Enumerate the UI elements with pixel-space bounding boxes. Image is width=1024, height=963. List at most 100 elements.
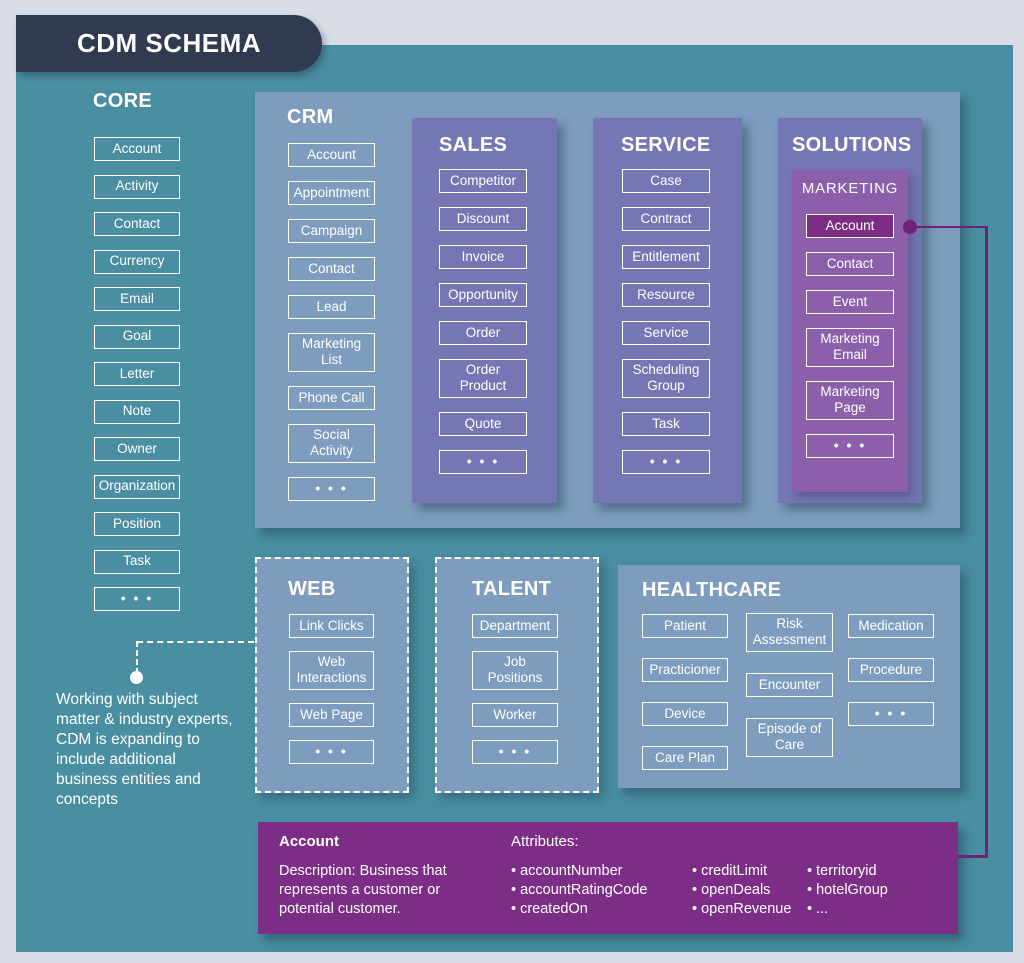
entity-box: Invoice	[439, 245, 527, 269]
entity-box: Care Plan	[642, 746, 728, 770]
entity-box: • • •	[439, 449, 527, 474]
web-expansion-connector-horizontal	[137, 641, 254, 643]
entity-box: Worker	[472, 702, 558, 727]
entity-box: Device	[642, 702, 728, 726]
attribute-item: • ...	[807, 901, 829, 917]
attributes-heading: Attributes:	[511, 833, 579, 850]
entity-box: Contact	[806, 252, 894, 276]
attribute-item: • createdOn	[511, 901, 588, 917]
entity-box: Scheduling Group	[622, 359, 710, 398]
account-detail-panel: Account Description: Business that repre…	[258, 822, 958, 934]
attribute-item: • accountRatingCode	[511, 882, 648, 898]
entity-box: Contact	[288, 257, 375, 281]
solutions-title: SOLUTIONS	[792, 134, 912, 156]
attribute-item: • territoryid	[807, 863, 877, 879]
entity-box: Web Page	[289, 702, 374, 727]
attributes-column-1: • accountNumber • accountRatingCode • crea…	[511, 862, 647, 919]
entity-box: • • •	[288, 476, 375, 501]
account-connector-bottom-segment	[958, 855, 987, 858]
entity-box: Campaign	[288, 219, 375, 243]
account-connector-vertical-segment	[985, 225, 988, 858]
attributes-column-2: • creditLimit • openDeals • openRevenue	[692, 862, 791, 919]
entity-box: Order Product	[439, 359, 527, 398]
entity-box: • • •	[806, 433, 894, 458]
entity-box: Service	[622, 321, 710, 345]
entity-box: Patient	[642, 614, 728, 638]
entity-box: Note	[94, 399, 180, 424]
entity-box: Encounter	[746, 672, 833, 697]
web-expansion-connector-vertical	[136, 641, 138, 674]
sales-title: SALES	[439, 134, 508, 156]
entity-box: Position	[94, 512, 180, 536]
web-title: WEB	[288, 578, 336, 600]
entity-box: Resource	[622, 283, 710, 307]
entity-box: • • •	[472, 739, 558, 764]
entity-box: • • •	[848, 702, 934, 726]
web-expansion-connector-dot	[130, 671, 143, 684]
entity-box: Order	[439, 321, 527, 345]
attribute-item: • accountNumber	[511, 863, 623, 879]
page-title: CDM SCHEMA	[76, 28, 262, 58]
entity-box: Web Interactions	[289, 651, 374, 690]
entity-box: Contact	[94, 212, 180, 236]
expansion-note: Working with subject matter & industry e…	[56, 691, 233, 808]
entity-box: Link Clicks	[289, 614, 374, 638]
entity-box: Letter	[94, 362, 180, 386]
account-detail-description: Description: Business that represents a …	[279, 863, 447, 917]
entity-box: Contract	[622, 207, 710, 231]
entity-box: Account	[94, 137, 180, 161]
entity-box: Phone Call	[288, 385, 375, 410]
entity-box: Owner	[94, 437, 180, 461]
entity-box: Activity	[94, 174, 180, 199]
talent-title: TALENT	[472, 578, 552, 600]
entity-box: Account	[806, 214, 894, 238]
entity-box: Marketing List	[288, 333, 375, 372]
entity-box: Goal	[94, 324, 180, 349]
entity-box: Lead	[288, 295, 375, 319]
entity-box: Practicioner	[642, 658, 728, 682]
entity-box: Procedure	[848, 658, 934, 682]
entity-box: Opportunity	[439, 283, 527, 307]
entity-box: Email	[94, 287, 180, 311]
entity-box: Department	[472, 614, 558, 638]
title-bar: CDM SCHEMA	[16, 15, 322, 72]
attribute-item: • creditLimit	[692, 863, 768, 879]
marketing-title: MARKETING	[801, 180, 899, 197]
entity-box: Task	[622, 411, 710, 436]
entity-box: Discount	[439, 207, 527, 231]
entity-box: • • •	[94, 587, 180, 611]
entity-box: Currency	[94, 249, 180, 274]
service-title: SERVICE	[621, 134, 711, 156]
core-title: CORE	[93, 90, 152, 112]
entity-box: • • •	[622, 449, 710, 474]
entity-box: Competitor	[439, 169, 527, 193]
entity-box: Job Positions	[472, 651, 558, 690]
healthcare-title: HEALTHCARE	[642, 579, 782, 601]
attribute-item: • openDeals	[692, 882, 771, 898]
attribute-item: • hotelGroup	[807, 882, 888, 898]
attribute-item: • openRevenue	[692, 901, 792, 917]
entity-box: • • •	[289, 739, 374, 764]
crm-title: CRM	[287, 106, 334, 128]
attributes-column-3: • territoryid • hotelGroup • ...	[807, 862, 888, 919]
entity-box: Organization	[94, 474, 180, 499]
entity-box: Quote	[439, 411, 527, 436]
entity-box: Medication	[848, 614, 934, 638]
